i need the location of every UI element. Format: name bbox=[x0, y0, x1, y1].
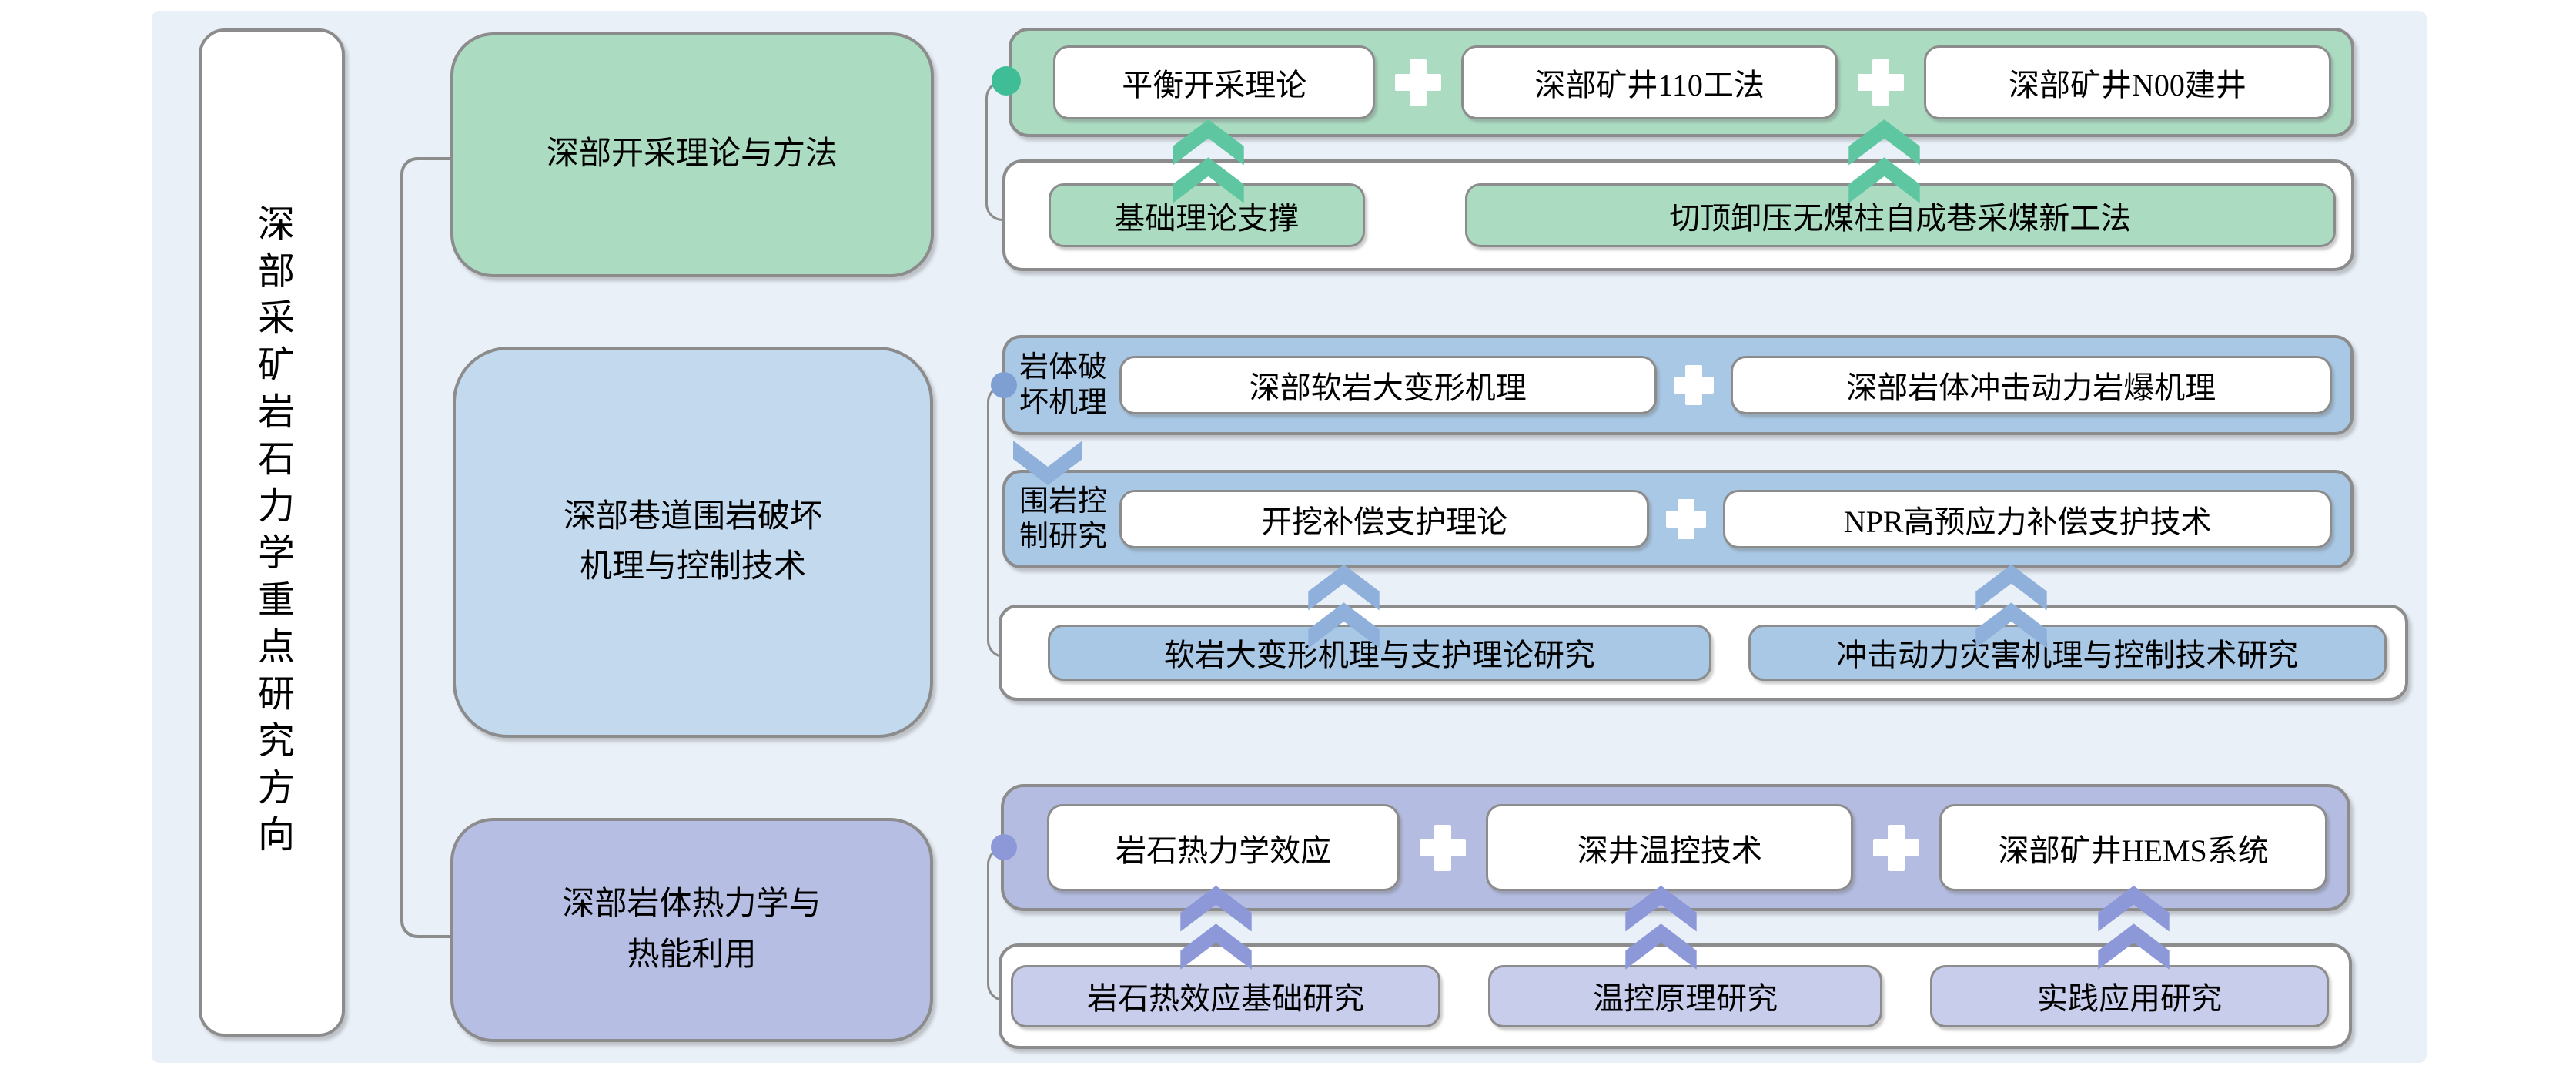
theory-box: 平衡开采理论 bbox=[1053, 45, 1376, 120]
control-row-label: 围岩控 制研究 bbox=[1019, 484, 1108, 553]
root-connector-bracket bbox=[400, 157, 454, 938]
blue-mechanism-row: 岩体破 坏机理 深部软岩大变形机理 深部岩体冲击动力岩爆机理 bbox=[1002, 335, 2354, 435]
support-box: 基础理论支撑 bbox=[1049, 183, 1365, 248]
control-box: 开挖补偿支护理论 bbox=[1119, 490, 1650, 548]
research-box: 温控原理研究 bbox=[1488, 964, 1883, 1028]
theory-box: 深部矿井110工法 bbox=[1461, 45, 1838, 120]
thermo-box: 岩石热力学效应 bbox=[1047, 803, 1400, 892]
branch-title-line2: 热能利用 bbox=[627, 937, 757, 973]
chevron-up-icon bbox=[1173, 119, 1244, 203]
mechanism-box: 深部软岩大变形机理 bbox=[1119, 355, 1657, 415]
purple-research-row: 岩石热效应基础研究 温控原理研究 实践应用研究 bbox=[999, 943, 2352, 1049]
branch-deep-mining-theory: 深部开采理论与方法 bbox=[450, 32, 934, 277]
plus-icon bbox=[1666, 499, 1707, 539]
thermo-box: 深部矿井HEMS系统 bbox=[1939, 803, 2327, 892]
blue-control-row: 围岩控 制研究 开挖补偿支护理论 NPR高预应力补偿支护技术 bbox=[1002, 470, 2354, 568]
branch-title-line1: 深部巷道围岩破坏 bbox=[563, 498, 822, 534]
purple-node-dot bbox=[991, 834, 1017, 860]
branch-roadway-surrounding-rock: 深部巷道围岩破坏 机理与控制技术 bbox=[453, 347, 933, 738]
green-theory-row: 平衡开采理论 深部矿井110工法 深部矿井N00建井 bbox=[1009, 28, 2354, 137]
chevron-up-icon bbox=[1625, 886, 1697, 970]
plus-icon bbox=[1857, 59, 1904, 106]
root-topic-label: 深部采矿岩石力学重点研究方向 bbox=[252, 203, 293, 862]
chevron-up-icon bbox=[2098, 886, 2170, 970]
plus-icon bbox=[1673, 365, 1714, 405]
green-node-dot bbox=[992, 66, 1021, 96]
plus-icon bbox=[1395, 59, 1442, 106]
chevron-up-icon bbox=[1848, 119, 1920, 203]
branch-rock-thermodynamics: 深部岩体热力学与 热能利用 bbox=[450, 818, 933, 1042]
research-box: 冲击动力灾害机理与控制技术研究 bbox=[1748, 624, 2387, 682]
chevron-up-icon bbox=[1308, 565, 1380, 648]
branch-title: 深部开采理论与方法 bbox=[546, 136, 838, 173]
research-box: 软岩大变形机理与支护理论研究 bbox=[1048, 624, 1711, 682]
mechanism-row-label: 岩体破 坏机理 bbox=[1019, 350, 1108, 419]
plus-icon bbox=[1420, 824, 1467, 871]
plus-icon bbox=[1873, 824, 1920, 871]
root-topic-box: 深部采矿岩石力学重点研究方向 bbox=[199, 28, 345, 1037]
blue-research-row: 软岩大变形机理与支护理论研究 冲击动力灾害机理与控制技术研究 bbox=[999, 605, 2408, 701]
chevron-down-icon bbox=[1013, 441, 1082, 485]
thermo-box: 深井温控技术 bbox=[1486, 803, 1854, 892]
research-box: 岩石热效应基础研究 bbox=[1011, 964, 1441, 1028]
blue-node-dot bbox=[991, 372, 1017, 398]
mechanism-box: 深部岩体冲击动力岩爆机理 bbox=[1730, 355, 2333, 415]
research-box: 实践应用研究 bbox=[1930, 964, 2329, 1028]
chevron-up-icon bbox=[1975, 565, 2047, 648]
theory-box: 深部矿井N00建井 bbox=[1923, 45, 2331, 120]
control-box: NPR高预应力补偿支护技术 bbox=[1723, 490, 2332, 548]
branch-title-line2: 机理与控制技术 bbox=[579, 549, 806, 585]
chevron-up-icon bbox=[1180, 886, 1252, 970]
branch-title-line1: 深部岩体热力学与 bbox=[562, 886, 821, 923]
